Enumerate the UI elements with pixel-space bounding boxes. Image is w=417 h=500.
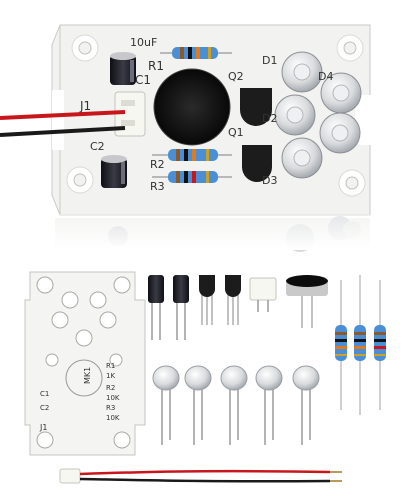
capacitor-c2 xyxy=(101,155,127,188)
board-reflection xyxy=(55,214,370,252)
kit-resistor xyxy=(354,275,366,415)
label-j1: J1 xyxy=(79,99,91,113)
pcb-label-c2: C2 xyxy=(40,404,49,412)
pcb-label-r-val3: 10K xyxy=(106,414,120,422)
label-d4: D4 xyxy=(318,70,333,83)
kit-microphone xyxy=(286,275,328,328)
mounting-pad xyxy=(336,34,364,62)
transistor-q2 xyxy=(240,88,272,126)
label-c2: C2 xyxy=(90,140,105,153)
label-q1: Q1 xyxy=(228,126,244,139)
kit-led xyxy=(292,365,320,445)
mounting-pad xyxy=(66,166,94,194)
label-r3: R3 xyxy=(150,180,165,193)
pcb-label-r1: R1 xyxy=(106,362,115,370)
pcb-label-c1: C1 xyxy=(40,390,49,398)
label-q2: Q2 xyxy=(228,70,244,83)
connector-j1 xyxy=(114,91,146,137)
label-d2: D2 xyxy=(262,112,277,125)
kit-resistor xyxy=(374,280,386,410)
microphone xyxy=(153,68,231,146)
kit-capacitor xyxy=(148,275,164,340)
resistor-r1 xyxy=(160,47,232,59)
label-d1: D1 xyxy=(262,54,277,67)
power-wires xyxy=(0,110,126,137)
pcb-mic-outline xyxy=(65,359,103,397)
pcb-label-j1: J1 xyxy=(39,423,47,432)
mounting-pad xyxy=(71,34,99,62)
label-c1: C1 xyxy=(135,73,151,87)
kit-transistor xyxy=(225,275,241,325)
label-cap-value: 10uF xyxy=(130,36,157,49)
kit-capacitor xyxy=(173,275,189,340)
resistor-r3 xyxy=(152,171,232,183)
kit-cable xyxy=(59,468,342,484)
label-r2: R2 xyxy=(150,158,165,171)
pcb-label-r2: R2 xyxy=(106,384,115,392)
mounting-pad xyxy=(338,169,366,197)
capacitor-c1 xyxy=(110,52,136,85)
kit-led xyxy=(184,365,212,445)
pcb-label-r-val2: 10K xyxy=(106,394,120,402)
pcb-label-r3: R3 xyxy=(106,404,115,412)
kit-connector-header xyxy=(249,277,277,312)
led-d2 xyxy=(274,94,316,136)
led-d5 xyxy=(319,112,361,154)
pcb-pads xyxy=(36,276,131,449)
led-d1 xyxy=(281,51,323,93)
kit-resistor xyxy=(335,280,347,410)
kit-led xyxy=(152,365,180,445)
resistor-r2 xyxy=(152,149,232,161)
led-d3 xyxy=(281,137,323,179)
pcb-label-mk1: MK1 xyxy=(83,367,92,384)
transistor-q1 xyxy=(242,145,272,182)
pcb-label-r-val1: 1K xyxy=(106,372,115,380)
assembled-board: 10uF R1 C1 J1 Q2 Q1 D1 D2 D3 D4 R2 R3 C2 xyxy=(0,24,371,216)
label-d3: D3 xyxy=(262,174,277,187)
bare-pcb: MK1 R1 1K R2 10K R3 10K J1 C1 C2 xyxy=(24,271,146,456)
kit-transistor xyxy=(199,275,215,325)
kit-led xyxy=(220,365,248,445)
label-r1: R1 xyxy=(148,59,164,73)
kit-led xyxy=(255,365,283,445)
